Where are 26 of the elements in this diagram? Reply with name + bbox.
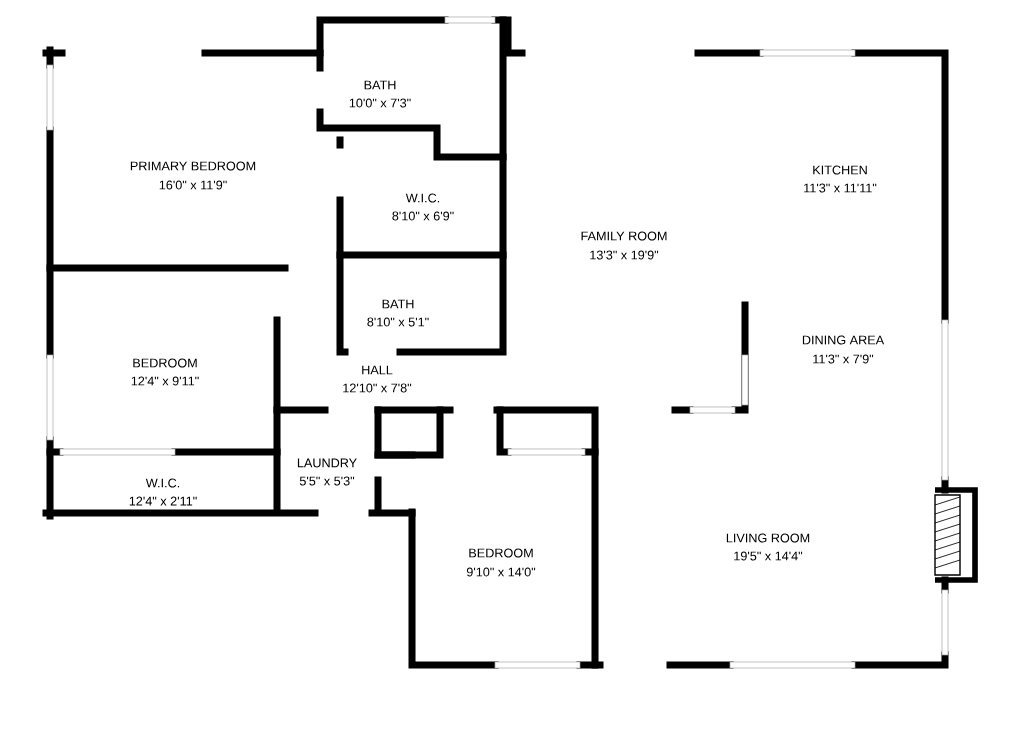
room-name: BATH: [382, 299, 414, 309]
room-name: LIVING ROOM: [726, 533, 810, 543]
room-name: BEDROOM: [469, 548, 533, 558]
room-name: BATH: [364, 80, 396, 90]
room-dimensions: 5'5" x 5'3": [299, 476, 355, 486]
room-name: KITCHEN: [813, 165, 867, 175]
room-name: LAUNDRY: [297, 458, 357, 468]
room-name: HALL: [362, 365, 393, 375]
room-name: W.I.C.: [145, 478, 180, 488]
room-dimensions: 9'10" x 14'0": [466, 567, 536, 577]
room-dimensions: 8'10" x 5'1": [367, 317, 429, 327]
room-name: FAMILY ROOM: [581, 231, 667, 241]
room-dimensions: 8'10" x 6'9": [392, 211, 454, 221]
room-name: BEDROOM: [133, 358, 197, 368]
room-dimensions: 12'10" x 7'8": [343, 383, 412, 393]
room-dimensions: 11'3" x 7'9": [813, 354, 874, 364]
room-dimensions: 16'0" x 11'9": [159, 180, 227, 190]
room-dimensions: 11'3" x 11'11": [804, 183, 877, 193]
room-name: PRIMARY BEDROOM: [130, 161, 256, 171]
room-dimensions: 19'5" x 14'4": [734, 551, 803, 561]
room-dimensions: 10'0" x 7'3": [349, 98, 411, 108]
room-dimensions: 12'4" x 2'11": [129, 496, 197, 506]
room-name: DINING AREA: [802, 335, 885, 345]
room-name: W.I.C.: [405, 193, 440, 203]
room-dimensions: 12'4" x 9'11": [131, 376, 199, 386]
room-dimensions: 13'3" x 19'9": [590, 250, 659, 260]
